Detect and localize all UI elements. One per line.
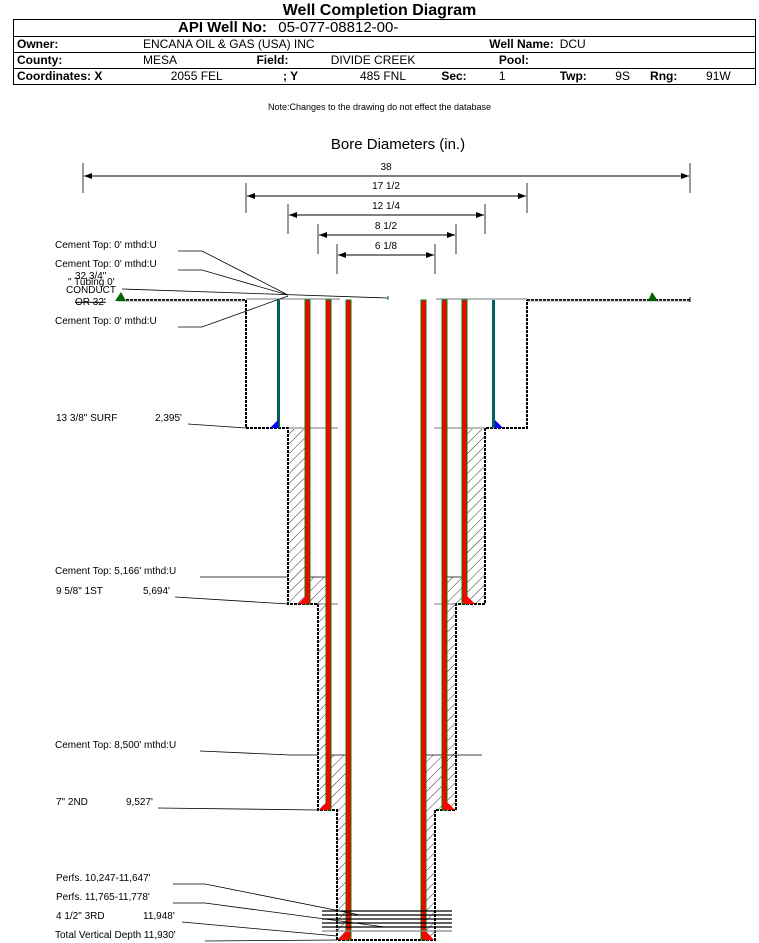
cement-fill — [288, 429, 485, 940]
casing-2-shoe-right-icon — [446, 801, 455, 810]
third-depth-label: 11,948' — [143, 911, 175, 922]
sec-label: Sec: — [438, 68, 496, 85]
total-depth-label: Total Vertical Depth 11,930' — [55, 930, 176, 941]
bore-diameters-title: Bore Diameters (in.) — [331, 136, 465, 153]
surface-casing-shoe-left-icon — [270, 420, 278, 428]
coord-x-value: 2055 FEL — [140, 68, 254, 85]
bore-label-38: 38 — [380, 162, 392, 173]
surf-casing-label: 13 3/8" SURF — [56, 413, 117, 424]
cement-top-label-1: Cement Top: 0' mthd:U — [55, 240, 157, 251]
bore-label-6-1-8: 6 1/8 — [375, 241, 398, 252]
conductor-shoe-left-icon — [115, 292, 126, 301]
second-depth-label: 9,527' — [126, 797, 153, 808]
second-casing-label: 7" 2ND — [56, 797, 88, 808]
coord-y-label: ; Y — [253, 68, 328, 85]
twp-value: 9S — [612, 68, 648, 85]
perforations — [322, 910, 452, 932]
casing-4-1-2 — [338, 299, 434, 941]
third-casing-label: 4 1/2" 3RD — [56, 911, 105, 922]
county-value: MESA — [140, 52, 254, 69]
bore-dimension-17-1-2: 17 1/2 — [245, 181, 528, 213]
surface-casing — [270, 300, 503, 428]
conductor-label-b: OR 32' — [75, 297, 106, 308]
cement-top-label-5: Cement Top: 8,500' mthd:U — [55, 740, 176, 751]
coord-y-value: 485 FNL — [327, 68, 439, 85]
pool-value — [556, 52, 756, 69]
casing-1-shoe-right-icon — [466, 595, 475, 604]
coord-x-label: Coordinates: X — [13, 68, 140, 85]
bore-dimension-6-1-8: 6 1/8 — [336, 241, 436, 274]
field-value: DIVIDE CREEK — [327, 52, 496, 69]
leader-lines — [121, 250, 389, 942]
bore-label-12-1-4: 12 1/4 — [372, 201, 400, 212]
pool-label: Pool: — [495, 52, 557, 69]
conductor-size-label: 32 3/4" — [75, 271, 107, 282]
ground-surface — [115, 292, 691, 302]
bore-label-8-1-2: 8 1/2 — [375, 221, 398, 232]
cement-top-label-2: Cement Top: 0' mthd:U — [55, 259, 157, 270]
well-header-table: API Well No: 05-077-08812-00- Owner: ENC… — [13, 19, 756, 85]
database-note: Note:Changes to the drawing do not effec… — [268, 102, 491, 112]
twp-label: Twp: — [556, 68, 613, 85]
bore-dimension-8-1-2: 8 1/2 — [317, 221, 457, 254]
well-name-value: DCU — [556, 36, 756, 53]
perfs-label-1: Perfs. 10,247-11,647' — [56, 873, 151, 884]
casing-2-shoe-left-icon — [319, 801, 328, 810]
rng-label: Rng: — [647, 68, 704, 85]
bore-label-17-1-2: 17 1/2 — [372, 181, 400, 192]
depth-labels: Cement Top: 0' mthd:U Cement Top: 0' mth… — [55, 240, 182, 941]
diagram-title: Well Completion Diagram — [282, 2, 477, 19]
sec-value: 1 — [495, 68, 557, 85]
county-label: County: — [13, 52, 140, 69]
tubing-label: " Tubing 0' — [68, 277, 115, 288]
first-depth-label: 5,694' — [143, 586, 170, 597]
casing-7 — [319, 299, 455, 811]
api-value: 05-077-08812-00- — [278, 19, 399, 36]
surface-casing-shoe-right-icon — [495, 420, 503, 428]
first-casing-label: 9 5/8" 1ST — [56, 586, 103, 597]
bore-dimension-12-1-4: 12 1/4 — [287, 201, 486, 234]
bore-dimension-38: 38 — [82, 162, 691, 193]
casing-3-shoe-left-icon — [338, 929, 348, 940]
casing-3-shoe-right-icon — [424, 929, 434, 940]
rng-value: 91W — [703, 68, 756, 85]
cement-top-label-3: Cement Top: 0' mthd:U — [55, 316, 157, 327]
casing-1-shoe-left-icon — [298, 595, 307, 604]
conductor-shoe-right-icon — [648, 292, 658, 301]
perfs-label-2: Perfs. 11,765-11,778' — [56, 892, 150, 903]
well-name-label: Well Name: — [438, 36, 557, 53]
conductor-label-a: CONDUCT — [66, 285, 116, 296]
cement-top-label-4: Cement Top: 5,166' mthd:U — [55, 566, 176, 577]
api-label: API Well No: — [178, 19, 267, 36]
bore-hole-wall — [245, 300, 528, 941]
field-label: Field: — [253, 52, 328, 69]
casing-9-5-8 — [298, 299, 475, 605]
owner-label: Owner: — [13, 36, 140, 53]
surf-depth-label: 2,395' — [155, 413, 182, 424]
owner-value: ENCANA OIL & GAS (USA) INC — [140, 36, 439, 53]
